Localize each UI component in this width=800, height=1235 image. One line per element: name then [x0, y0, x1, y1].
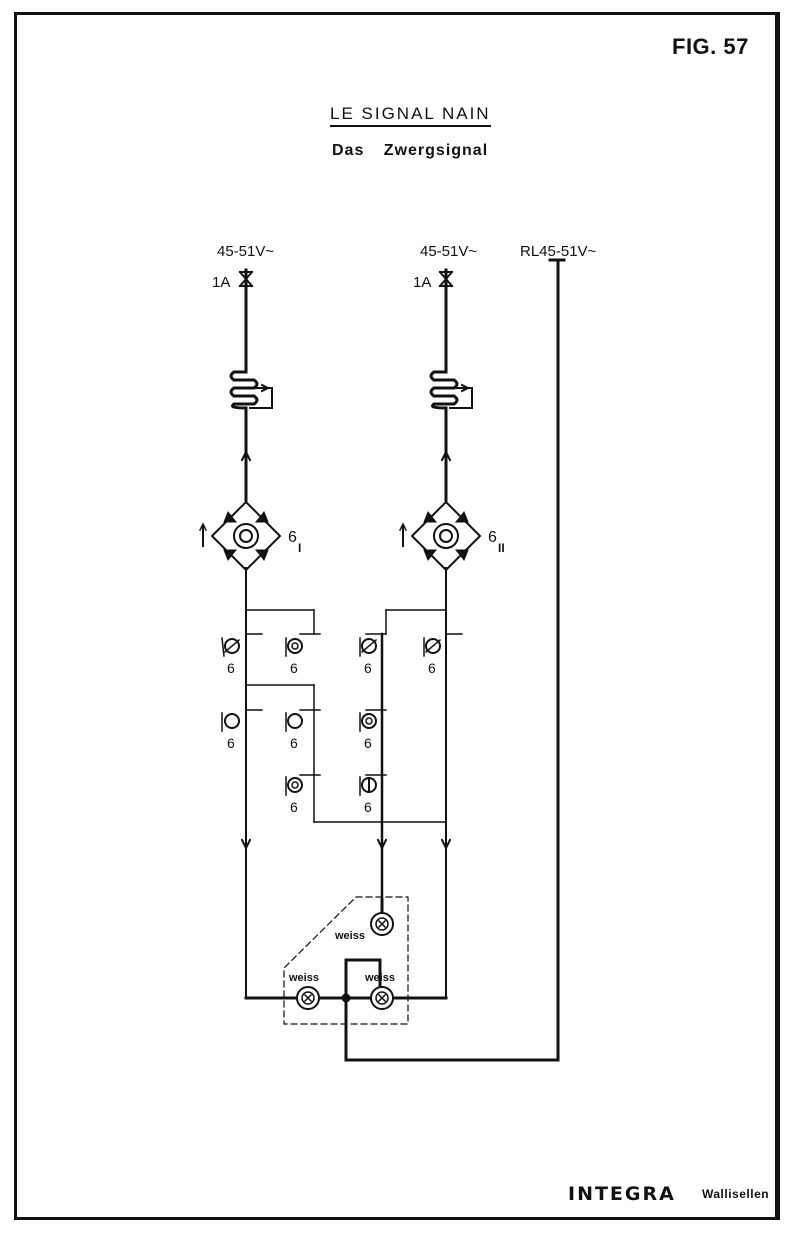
- figure-label: FIG. 57: [672, 34, 749, 59]
- brand-city: Wallisellen: [702, 1187, 770, 1201]
- left-supply-voltage: 45-51V~: [217, 243, 274, 260]
- left-bridge-label: 6: [288, 529, 297, 546]
- left-fuse-label: 1A: [212, 274, 230, 291]
- return-line-voltage: RL45-51V~: [520, 243, 597, 260]
- title-german: Das Zwergsignal: [332, 142, 489, 159]
- relay-glyph-3: [359, 637, 378, 657]
- relay-label-8: 6: [290, 799, 298, 815]
- title-french: LE SIGNAL NAIN: [330, 104, 491, 127]
- relay-label-3: 6: [364, 660, 372, 676]
- relay-glyph-4: [423, 637, 442, 657]
- relay-label-9: 6: [364, 799, 372, 815]
- signal-housing-outline: [283, 896, 409, 1025]
- middle-arrow-down: [440, 838, 452, 851]
- drawing-frame: [14, 12, 780, 1220]
- middle-coil-symbol: [429, 370, 473, 410]
- right-bridge-subscript: II: [498, 541, 505, 555]
- relay-label-6: 6: [290, 735, 298, 751]
- relay-label-4: 6: [428, 660, 436, 676]
- middle-arrow-up: [440, 449, 452, 462]
- right-bridge-rectifier: [398, 500, 482, 572]
- lamp-right: [370, 986, 394, 1010]
- left-fuse-symbol: [238, 270, 254, 288]
- lamp-top-label: weiss: [334, 930, 365, 942]
- left-arrow-down: [240, 838, 252, 851]
- left-bridge-subscript: I: [298, 541, 301, 555]
- relay-glyph-8: [285, 776, 303, 796]
- relay-label-7: 6: [364, 735, 372, 751]
- relay-glyph-2: [285, 637, 303, 657]
- relay-glyph-9: [359, 776, 377, 796]
- middle-fuse-symbol: [438, 270, 454, 288]
- lamp-right-label: weiss: [364, 972, 395, 984]
- middle-fuse-label: 1A: [413, 274, 431, 291]
- left-coil-symbol: [229, 370, 273, 410]
- lamp-top: [370, 912, 394, 936]
- relay-label-5: 6: [227, 735, 235, 751]
- center-arrow-down: [376, 838, 388, 851]
- left-arrow-up: [240, 449, 252, 462]
- relay-glyph-5: [221, 712, 240, 732]
- lamp-left-label: weiss: [288, 972, 319, 984]
- relay-glyph-6: [285, 712, 303, 732]
- return-line: [344, 258, 566, 1062]
- lamp-left: [296, 986, 320, 1010]
- junction-dot: [341, 993, 351, 1003]
- relay-contact-wiring: [245, 609, 463, 902]
- relay-label-1: 6: [227, 660, 235, 676]
- relay-label-2: 6: [290, 660, 298, 676]
- relay-glyph-7: [359, 712, 377, 732]
- right-bridge-label: 6: [488, 529, 497, 546]
- middle-supply-voltage: 45-51V~: [420, 243, 477, 260]
- left-bridge-rectifier: [198, 500, 282, 572]
- relay-glyph-1: [221, 637, 241, 657]
- brand-logo: INTEGRA: [568, 1183, 676, 1205]
